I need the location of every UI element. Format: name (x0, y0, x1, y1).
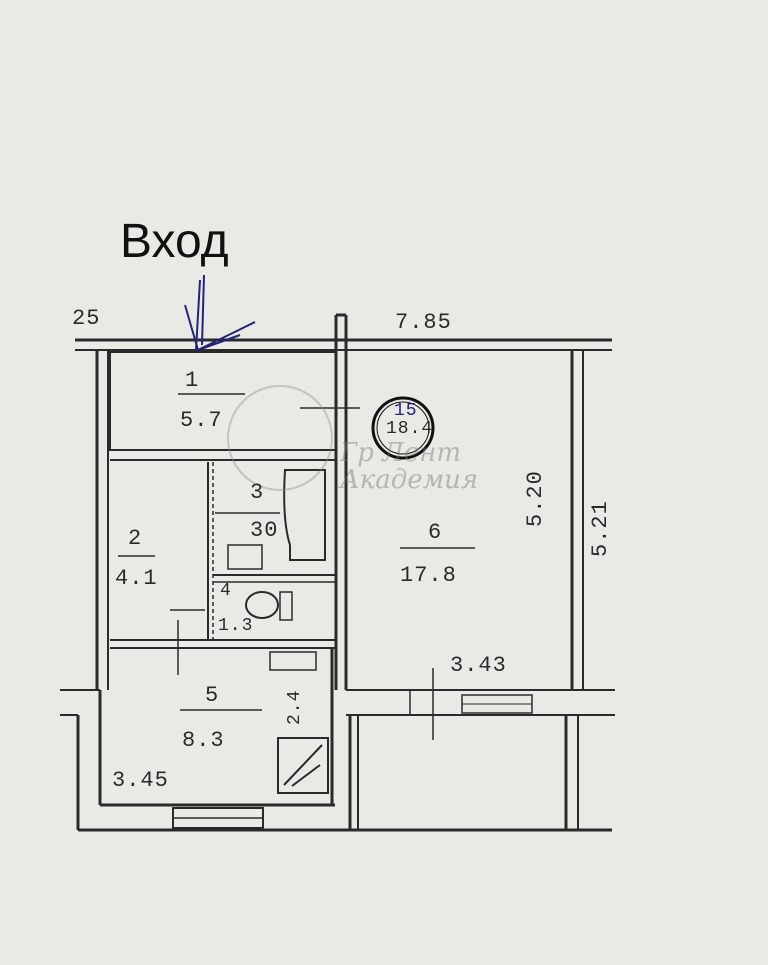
room-4-number: 4 (220, 581, 232, 601)
dim-room5-width: 3.45 (112, 768, 169, 793)
watermark-line-1: Гр Лент (340, 438, 461, 468)
label-underlines (118, 393, 475, 711)
entrance-label: Вход (120, 215, 229, 268)
entrance-arrow-icon (184, 274, 256, 352)
watermark-line-2: Академия (340, 465, 479, 496)
room-4-area: 1.3 (218, 616, 254, 636)
dim-right-outer-height: 5.21 (588, 500, 613, 557)
dim-top-right: 7.85 (395, 310, 452, 335)
room-1-area: 5.7 (180, 408, 223, 433)
dim-top-left: 25 (72, 306, 101, 331)
room-3-area: 30 (250, 518, 279, 543)
watermark-emblem-icon (227, 385, 333, 491)
room-2-area: 4.1 (115, 566, 158, 591)
dim-room6-height: 5.20 (523, 470, 548, 527)
room-5-number: 5 (205, 683, 220, 708)
room-6-number: 6 (428, 520, 443, 545)
watermark-text: Гр Лент Академия (340, 438, 479, 496)
room-6-area: 17.8 (400, 563, 457, 588)
wall-lines (60, 313, 615, 832)
dim-room5-side: 2.4 (285, 689, 305, 725)
circled-mark-note: 15 (394, 401, 418, 421)
room-2-number: 2 (128, 526, 143, 551)
room-1-number: 1 (185, 368, 200, 393)
circled-mark (371, 396, 435, 460)
room-5-area: 8.3 (182, 728, 225, 753)
circled-mark-value: 18.4 (386, 419, 434, 439)
dim-room6-width: 3.43 (450, 653, 507, 678)
room-3-number: 3 (250, 480, 265, 505)
